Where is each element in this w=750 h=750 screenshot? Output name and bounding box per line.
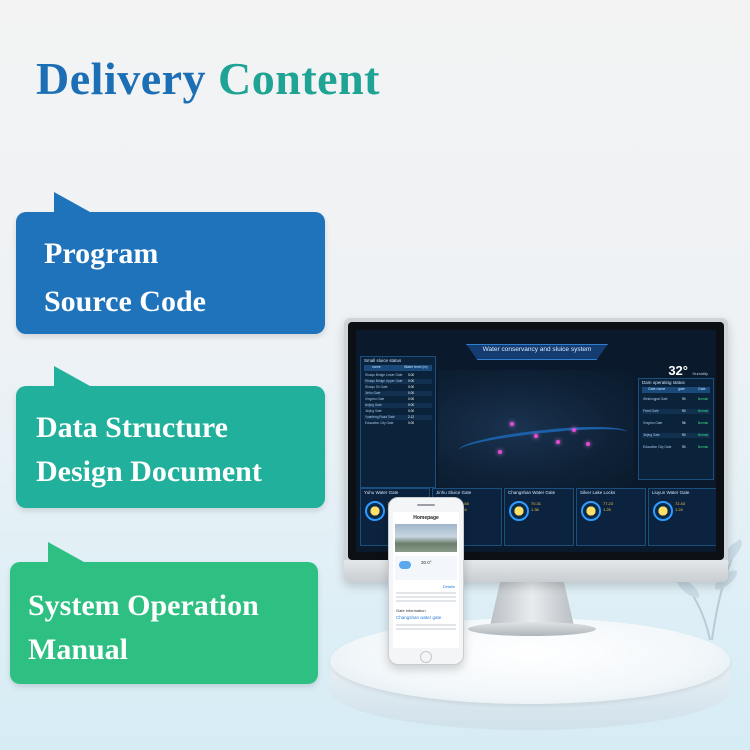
weather-widget: 32° Humidity xyxy=(668,362,708,380)
map-marker[interactable] xyxy=(498,450,502,454)
small-sluice-table-header: name Water level (m) xyxy=(364,365,432,371)
phone-screen: Homepage 30.0° Details Gate information … xyxy=(393,512,459,648)
col-name: name xyxy=(372,365,381,369)
phone-speaker xyxy=(417,504,435,506)
small-sluice-title: Small sluice status xyxy=(364,358,402,363)
monitor-stand-neck xyxy=(490,582,574,626)
page-title: Delivery Content xyxy=(36,52,380,105)
phone-title: Homepage xyxy=(413,515,439,521)
phone-text-line xyxy=(396,628,456,630)
cloud-icon xyxy=(399,561,411,569)
col-gate: gate xyxy=(678,387,685,391)
phone-section-title: Gate information xyxy=(396,608,426,613)
gauge-icon xyxy=(509,501,529,521)
bubble-2-line-2: Design Document xyxy=(36,455,262,488)
map-marker[interactable] xyxy=(510,422,514,426)
phone-weather-card: 30.0° xyxy=(395,556,457,580)
dashboard-header: Water conservancy and sluice system xyxy=(466,344,608,360)
bubble-1-line-2: Source Code xyxy=(44,285,206,318)
details-link[interactable]: Details xyxy=(442,584,455,589)
bubble-program-source-code: Program Source Code xyxy=(16,192,325,334)
bubble-3-line-1: System Operation xyxy=(28,589,259,622)
phone-home-button[interactable] xyxy=(420,651,432,663)
monitor-bezel: Water conservancy and sluice system Smal… xyxy=(348,322,724,560)
bubble-system-operation-manual: System Operation Manual xyxy=(10,542,318,684)
phone-banner-image xyxy=(395,524,457,552)
gauge-icon xyxy=(365,501,385,521)
dam-table-header: Gate name gate Gate xyxy=(642,387,710,393)
col-gate-name: Gate name xyxy=(648,387,666,391)
phone-gate-link[interactable]: Changshan water gate xyxy=(396,615,442,620)
bubble-2-line-1: Data Structure xyxy=(36,411,228,444)
gauge-icon xyxy=(581,501,601,521)
col-water-level: Water level (m) xyxy=(404,365,428,369)
smartphone: Homepage 30.0° Details Gate information … xyxy=(388,497,464,665)
phone-text-line xyxy=(396,596,456,598)
dashboard-title: Water conservancy and sluice system xyxy=(482,346,592,353)
weather-desc: Humidity xyxy=(692,371,708,376)
phone-temp: 30.0° xyxy=(421,560,432,565)
dashboard-screen: Water conservancy and sluice system Smal… xyxy=(356,330,716,552)
river-line xyxy=(457,421,629,462)
map-marker[interactable] xyxy=(586,442,590,446)
phone-text-line xyxy=(396,624,456,626)
bubble-data-structure-doc: Data Structure Design Document xyxy=(16,366,325,508)
title-word-delivery: Delivery xyxy=(36,53,207,104)
phone-text-line xyxy=(396,592,456,594)
small-sluice-panel: Small sluice status name Water level (m)… xyxy=(360,356,436,488)
dam-status-panel: Dam operating status Gate name gate Gate… xyxy=(638,378,714,480)
title-word-content: Content xyxy=(218,53,380,104)
map-marker[interactable] xyxy=(572,428,576,432)
dam-status-title: Dam operating status xyxy=(642,380,685,385)
map-view[interactable] xyxy=(438,370,634,488)
monitor-stand-base xyxy=(468,622,596,636)
map-marker[interactable] xyxy=(534,434,538,438)
bubble-1-line-1: Program xyxy=(44,237,159,270)
weather-temp: 32° xyxy=(668,363,688,378)
phone-text-line xyxy=(396,600,456,602)
gauge-icon xyxy=(653,501,673,521)
col-gate-status: Gate xyxy=(698,387,706,391)
bubble-3-line-2: Manual xyxy=(28,633,129,666)
map-marker[interactable] xyxy=(556,440,560,444)
